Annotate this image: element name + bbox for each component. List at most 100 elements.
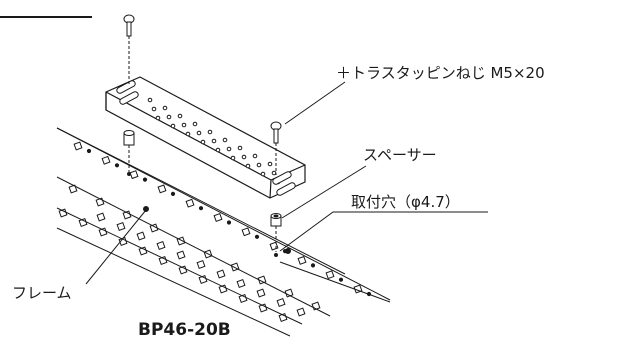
frame-square-hole	[138, 246, 148, 256]
frame-round-hole	[366, 291, 372, 297]
plate-hole	[155, 115, 161, 121]
plate-hole	[260, 171, 266, 177]
frame-edge-lower	[56, 227, 291, 337]
plate-hole	[196, 130, 202, 136]
frame-square-hole	[78, 218, 88, 227]
leader-hole	[279, 211, 488, 252]
frame-square-hole	[157, 184, 167, 194]
top-screw	[123, 14, 135, 85]
header-underline	[0, 0, 92, 18]
frame-round-hole	[226, 220, 232, 225]
frame-square-hole	[296, 307, 306, 317]
frame-square-hole	[185, 198, 195, 208]
frame-square-hole	[178, 265, 188, 275]
frame-square-hole	[198, 275, 208, 284]
plate-hole	[256, 162, 262, 168]
plate-hole	[230, 155, 236, 161]
frame-square-hole	[116, 222, 126, 231]
frame-round-hole	[170, 191, 176, 196]
leader-screw	[284, 81, 346, 125]
frame-square-hole	[276, 298, 286, 307]
plate-hole	[177, 113, 183, 119]
frame-square-hole	[325, 270, 335, 280]
frame-square-hole	[238, 294, 248, 303]
frame-square-hole	[122, 210, 132, 220]
frame-round-hole	[338, 277, 344, 282]
leader-lines	[85, 81, 488, 285]
frame-square-hole	[149, 223, 159, 233]
frame-square-hole	[278, 313, 288, 322]
left-spacer	[123, 130, 135, 176]
plate-hole	[192, 121, 198, 127]
frame-square-hole	[68, 184, 78, 194]
frame-square-hole	[216, 269, 226, 279]
frame-square-hole	[284, 288, 294, 298]
frame-edge-far	[279, 261, 391, 303]
frame-square-hole	[269, 241, 279, 251]
frame-square-hole	[158, 256, 168, 265]
plate-hole	[185, 131, 191, 137]
frame-square-hole	[353, 284, 363, 294]
plate-hole	[215, 147, 221, 153]
frame-square-hole	[230, 262, 240, 272]
frame-square-hole	[176, 250, 186, 260]
frame-round-hole	[254, 234, 260, 239]
plate-hole	[207, 129, 213, 135]
bracket-plate	[105, 76, 306, 199]
plate-hole	[267, 161, 273, 167]
plate-hole	[181, 122, 187, 128]
frame-edge-mid	[56, 207, 303, 325]
plate-hole	[237, 145, 243, 151]
frame-square-hole	[256, 288, 266, 298]
frame-label: フレーム	[12, 284, 72, 302]
frame-square-hole	[213, 213, 223, 222]
frame-square-hole	[218, 284, 228, 294]
frame-square-hole	[257, 275, 267, 285]
frame-square-hole	[136, 231, 146, 241]
leader-spacer	[281, 165, 367, 219]
frame-square-hole	[241, 227, 251, 237]
frame-square-hole	[156, 241, 166, 250]
plate-hole	[162, 105, 168, 111]
plate-hole	[166, 114, 172, 120]
frame-square-hole	[96, 212, 106, 222]
plate-hole	[151, 106, 157, 112]
plate-holes	[147, 97, 281, 185]
frame-square-hole	[203, 249, 213, 259]
frame-square-hole	[176, 236, 186, 246]
right-screw	[270, 121, 282, 175]
plate-hole	[147, 97, 153, 103]
frame-square-hole	[98, 227, 108, 237]
right-spacer	[270, 213, 282, 257]
frame-round-hole	[198, 206, 204, 211]
plate-hole	[241, 154, 247, 160]
frame-round-hole	[86, 148, 92, 154]
plate-hole	[252, 153, 258, 159]
frame-square-hole	[196, 260, 206, 269]
frame-round-hole	[310, 263, 316, 268]
plate-hole	[271, 170, 277, 176]
frame-square-hole	[129, 170, 139, 180]
frame-square-hole	[311, 301, 321, 311]
frame-edge-right	[56, 127, 391, 301]
plate-hole	[226, 146, 232, 152]
plate-hole	[200, 139, 206, 145]
frame-square-hole	[58, 208, 68, 218]
plate-hole	[170, 123, 176, 129]
frame-square-hole	[297, 255, 307, 265]
plate-slots	[116, 80, 296, 196]
frame-square-hole	[258, 303, 268, 313]
model-label: BP46-20B	[138, 320, 231, 340]
spacer-label: スペーサー	[363, 146, 437, 164]
plate-hole	[211, 138, 217, 144]
mount-hole-label: 取付穴（φ4.7）	[351, 193, 460, 211]
leader-frame	[85, 209, 147, 285]
frame-square-hole	[236, 279, 246, 288]
frame-square-hole	[73, 141, 83, 151]
plate-hole	[222, 137, 228, 143]
frame-round-hole	[114, 163, 120, 168]
frame-round-hole	[142, 177, 148, 182]
plate-hole	[245, 163, 251, 169]
frame-square-hole	[95, 197, 105, 207]
